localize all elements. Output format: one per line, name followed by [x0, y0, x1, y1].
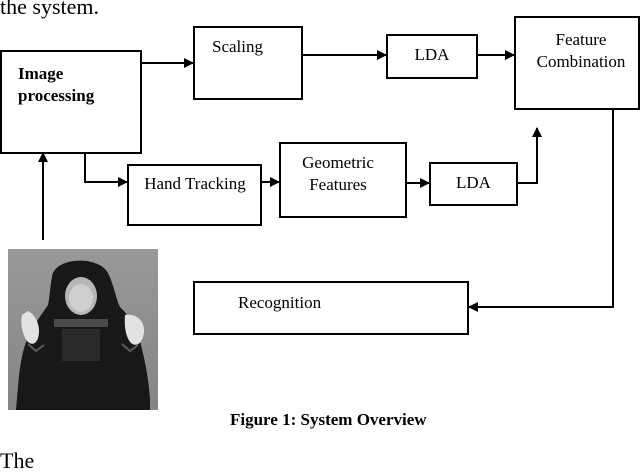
arrow-feature-combination-to-recognition	[468, 109, 614, 312]
geometric-features-box	[279, 142, 407, 218]
top-text-fragment: the system.	[0, 0, 99, 19]
feature-combination-box	[514, 16, 640, 110]
system-overview-diagram	[38, 50, 614, 312]
image-processing-box	[0, 50, 142, 154]
recognition-label: Recognition	[238, 293, 322, 312]
feature-combination-label: Feature Combination	[536, 30, 626, 71]
lda-bottom-box	[429, 162, 518, 206]
recognition-box	[193, 281, 469, 335]
arrow-image-processing-to-hand-tracking	[84, 153, 128, 187]
scaling-box	[193, 26, 303, 100]
figure-caption: Figure 1: System Overview	[230, 410, 427, 429]
lda-bottom-label: LDA	[456, 173, 491, 192]
lda-top-label: LDA	[414, 45, 450, 64]
hand-tracking-label: Hand Tracking	[144, 174, 246, 193]
input-image	[8, 249, 158, 410]
arrow-lda-bottom-to-feature-combination	[517, 127, 542, 184]
bottom-text-fragment: The	[0, 448, 35, 473]
lda-top-box	[386, 34, 478, 79]
scaling-label: Scaling	[212, 37, 263, 56]
hand-tracking-box	[127, 164, 262, 226]
geometric-features-label: Geometric Features	[302, 153, 374, 194]
person-silhouette-icon	[8, 249, 158, 410]
image-processing-label: Image processing	[18, 64, 95, 105]
